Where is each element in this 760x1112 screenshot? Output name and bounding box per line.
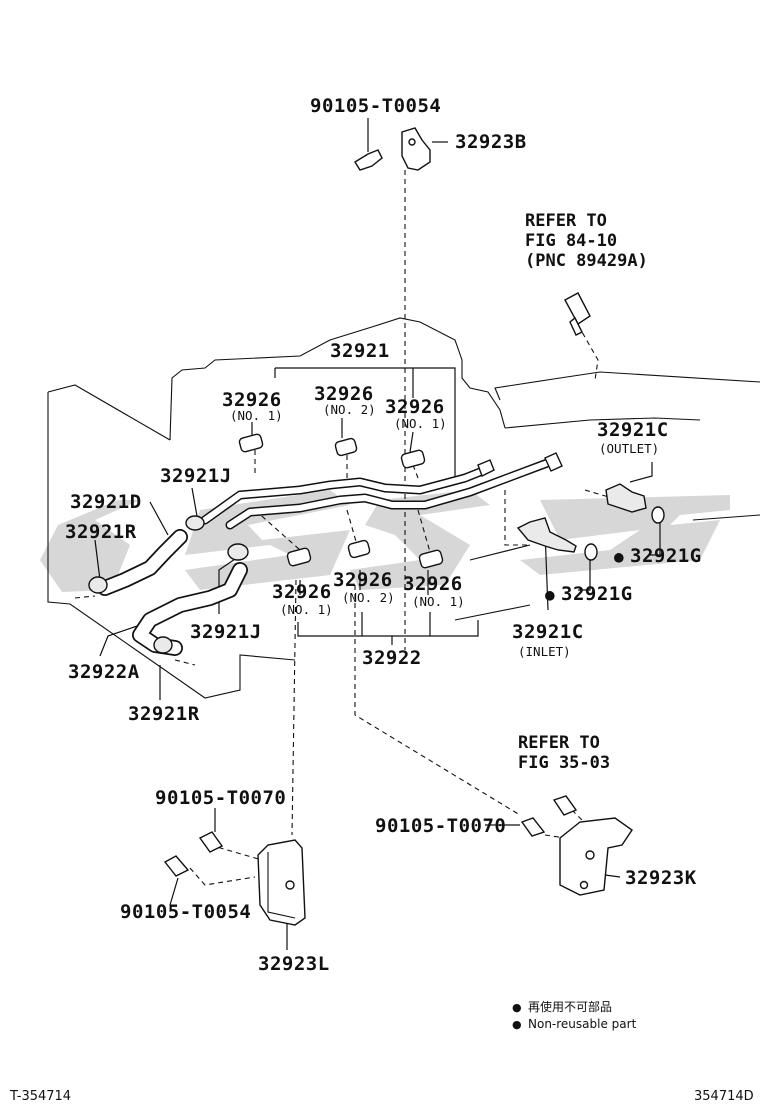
label-32921c-inlet-sub: (INLET) xyxy=(518,644,571,659)
engine-outline xyxy=(47,317,760,699)
label-32921r-bottom: 32921R xyxy=(128,703,200,725)
bracket-32923l-assembly xyxy=(163,831,306,926)
bracket-b-icon xyxy=(401,127,431,171)
cooler-tubes xyxy=(200,452,563,530)
clip-j-bottom-icon xyxy=(227,543,249,561)
label-90105-t0070-upper: 90105-T0070 xyxy=(155,787,286,809)
union-outlet-icon xyxy=(605,483,647,513)
dashed-leaders xyxy=(74,170,613,886)
clip-r-top-icon xyxy=(88,576,108,594)
bolt-k-icon xyxy=(520,817,546,837)
hose-clips xyxy=(88,515,249,654)
label-32922: 32922 xyxy=(362,647,422,669)
clamp-no1-icon xyxy=(400,449,426,469)
legend-cn: 再使用不可部品 xyxy=(528,999,612,1014)
label-32923l: 32923L xyxy=(258,953,330,975)
sensor-assembly xyxy=(564,292,591,336)
gasket-icon xyxy=(651,506,665,524)
clip-r-bottom-icon xyxy=(153,636,173,654)
label-32926-no2-top: 32926 xyxy=(314,383,374,405)
bracket-32923b-assembly xyxy=(354,127,431,171)
refer-84-line1: REFER TO xyxy=(525,211,607,231)
label-32923k: 32923K xyxy=(625,867,697,889)
label-32921j-bottom: 32921J xyxy=(190,621,262,643)
bolt-top-icon xyxy=(354,149,383,171)
non-reusable-dot-icon: ● xyxy=(614,547,624,566)
label-32921j-top: 32921J xyxy=(160,465,232,487)
label-32921c-inlet: 32921C xyxy=(512,621,584,643)
legend-dot-icon: ● xyxy=(512,1001,522,1014)
refer-35-line2: FIG 35-03 xyxy=(518,753,610,773)
bracket-k-icon xyxy=(559,817,633,896)
label-32926-bottom-right-sub: (NO. 1) xyxy=(412,594,465,609)
union-inlet-icon xyxy=(516,517,577,553)
clamp-no1-icon xyxy=(286,547,312,567)
footer-right-code: 354714D xyxy=(694,1089,754,1104)
label-32921: 32921 xyxy=(330,340,390,362)
clamp-no2-icon xyxy=(347,539,371,559)
footer: T-354714 354714D xyxy=(9,1089,754,1104)
bracket-32923k-assembly xyxy=(520,795,633,896)
label-32926-no1-left: 32926 xyxy=(222,389,282,411)
label-32926-no1-right: 32926 xyxy=(385,396,445,418)
label-32923b: 32923B xyxy=(455,131,527,153)
label-32921d: 32921D xyxy=(70,491,142,513)
label-32921g-mid: 32921G xyxy=(561,583,633,605)
part-labels: 90105-T0054 32923B REFER TO FIG 84-10 (P… xyxy=(65,95,702,975)
refer-84-line3: (PNC 89429A) xyxy=(525,251,648,271)
refer-84-line2: FIG 84-10 xyxy=(525,231,617,251)
label-32926-no1-right-sub: (NO. 1) xyxy=(394,416,447,431)
label-32926-no2-top-sub: (NO. 2) xyxy=(323,402,376,417)
label-32926-no1-left-sub: (NO. 1) xyxy=(230,408,283,423)
label-32922a: 32922A xyxy=(68,661,140,683)
legend-en: Non-reusable part xyxy=(528,1017,637,1031)
label-32926-bottom-left: 32926 xyxy=(272,581,332,603)
label-32926-bottom-right: 32926 xyxy=(403,573,463,595)
label-32921c-outlet-sub: (OUTLET) xyxy=(599,441,659,456)
label-90105-t0054-top: 90105-T0054 xyxy=(310,95,441,117)
label-90105-t0070-k: 90105-T0070 xyxy=(375,815,506,837)
hoses xyxy=(97,529,248,656)
label-32926-bottom-mid-sub: (NO. 2) xyxy=(342,590,395,605)
footer-left-code: T-354714 xyxy=(9,1089,71,1104)
bolt-k-upper-icon xyxy=(552,795,578,816)
clamp-no1-icon xyxy=(238,433,264,453)
bracket-l-icon xyxy=(257,839,306,926)
clamp-no1-icon xyxy=(418,549,444,569)
label-32926-bottom-left-sub: (NO. 1) xyxy=(280,602,333,617)
clip-j-top-icon xyxy=(185,515,205,531)
label-90105-t0054-lower: 90105-T0054 xyxy=(120,901,251,923)
clamp-no2-icon xyxy=(334,437,358,457)
label-32926-bottom-mid: 32926 xyxy=(333,569,393,591)
unions-and-gaskets xyxy=(516,483,665,561)
gasket-icon xyxy=(584,543,598,561)
refer-35-line1: REFER TO xyxy=(518,733,600,753)
label-32921g-right: 32921G xyxy=(630,545,702,567)
bolt-l-upper-icon xyxy=(198,831,224,853)
label-leaders xyxy=(94,118,661,950)
bolt-l-lower-icon xyxy=(163,855,190,877)
legend-dot-icon: ● xyxy=(512,1018,522,1031)
non-reusable-dot-icon: ● xyxy=(545,585,555,604)
label-32921r-top: 32921R xyxy=(65,521,137,543)
label-32921c-outlet: 32921C xyxy=(597,419,669,441)
legend: ● 再使用不可部品 ● Non-reusable part xyxy=(512,999,637,1031)
sensor-icon xyxy=(564,292,591,326)
tube-clamps xyxy=(238,433,444,569)
